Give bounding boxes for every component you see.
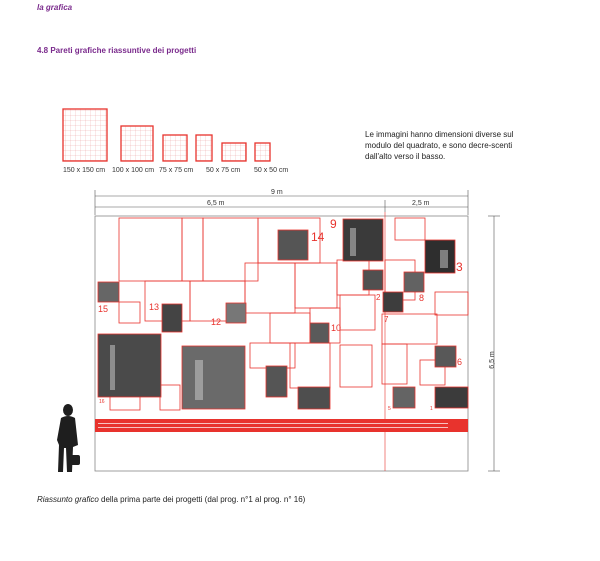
project-number-8: 8 — [419, 293, 424, 303]
dimension-total: 9 m — [271, 189, 283, 196]
figure-caption: Riassunto grafico della prima parte dei … — [37, 495, 305, 504]
header-section-tag: la grafica — [37, 3, 73, 12]
photo-13 — [161, 303, 183, 333]
legend-square-50x75 — [195, 134, 213, 162]
legend-square-100 — [120, 125, 154, 162]
legend-label-2: 100 x 100 cm — [112, 167, 154, 174]
legend-label-3: 75 x 75 cm — [159, 167, 193, 174]
project-number-15: 15 — [98, 304, 108, 314]
photo-10b — [297, 386, 331, 410]
project-number-14: 14 — [311, 230, 325, 244]
photo-2 — [362, 269, 384, 291]
description-text: Le immagini hanno dimensioni diverse sul… — [365, 130, 514, 161]
dimension-lines — [94, 190, 500, 472]
photo-6 — [434, 345, 457, 368]
caption-italic: Riassunto grafico — [37, 495, 99, 504]
project-number-16: 16 — [99, 399, 105, 405]
legend-label-5: 50 x 50 cm — [254, 167, 288, 174]
legend-square-75 — [162, 134, 188, 162]
project-number-3: 3 — [456, 260, 463, 274]
photo-14 — [277, 229, 309, 261]
human-silhouette — [57, 404, 80, 472]
caption-rest: della prima parte dei progetti (dal prog… — [98, 495, 306, 504]
legend-square-150 — [62, 108, 108, 162]
photo-5 — [392, 386, 416, 409]
photo-11 — [265, 365, 288, 398]
project-number-13: 13 — [149, 302, 159, 312]
photo-16 — [97, 333, 162, 398]
section-title: 4.8 Pareti grafiche riassuntive dei prog… — [37, 46, 197, 55]
project-number-1: 1 — [430, 406, 433, 412]
dimension-height: 6,5 m — [489, 351, 496, 369]
project-number-5: 5 — [388, 406, 391, 412]
photo-8 — [403, 271, 425, 293]
project-number-10: 10 — [331, 323, 341, 333]
photo-10 — [309, 322, 330, 344]
project-number-12: 12 — [211, 317, 221, 327]
photo-16b — [181, 345, 246, 410]
legend-label-4: 50 x 75 cm — [206, 167, 240, 174]
project-number-7: 7 — [384, 315, 389, 324]
dimension-left: 6,5 m — [207, 200, 225, 207]
photo-15 — [97, 281, 120, 303]
photo-7 — [382, 291, 404, 313]
photo-images — [97, 218, 469, 410]
project-numbers: 9 14 3 15 13 12 2 8 7 10 6 16 5 1 — [98, 217, 463, 412]
legend-label-1: 150 x 150 cm — [63, 167, 105, 174]
legend-square-50 — [254, 142, 271, 162]
project-number-2: 2 — [376, 293, 381, 302]
photo-4 — [434, 386, 469, 409]
photo-12 — [225, 302, 247, 324]
legend-square-50x50 — [221, 142, 247, 162]
size-legend: 150 x 150 cm 100 x 100 cm 75 x 75 cm 50 … — [62, 108, 288, 174]
project-number-9: 9 — [330, 217, 337, 231]
photo-9 — [342, 218, 384, 262]
dimension-right: 2,5 m — [412, 200, 430, 207]
project-number-6: 6 — [457, 357, 462, 367]
text-band — [95, 419, 468, 432]
